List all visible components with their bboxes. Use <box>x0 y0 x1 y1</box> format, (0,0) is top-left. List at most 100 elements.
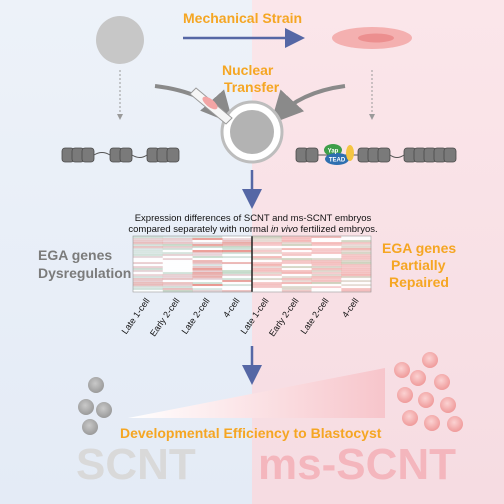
heatmap-cell <box>133 282 164 285</box>
heatmap-cell <box>192 282 223 285</box>
heatmap-cell <box>162 236 193 239</box>
heatmap-cell <box>222 286 253 289</box>
heatmap-cell <box>162 260 193 263</box>
chromatin-left-link <box>93 152 148 158</box>
heatmap-cell <box>311 244 342 247</box>
heatmap-cell <box>281 266 312 269</box>
ega-repaired-line1: EGA genes <box>382 240 457 256</box>
heatmap-cell <box>252 240 283 243</box>
heatmap-cell <box>281 288 312 291</box>
heatmap-cell <box>252 254 283 257</box>
heatmap-cell <box>252 266 283 269</box>
heatmap-cell <box>311 290 342 293</box>
heatmap-cell <box>252 276 283 279</box>
heatmap-cell <box>192 268 223 271</box>
heatmap-cell <box>222 240 253 243</box>
heatmap-cell <box>162 250 193 253</box>
heatmap-cell <box>281 238 312 241</box>
heatmap-cell <box>133 272 164 275</box>
heatmap-cell <box>311 238 342 241</box>
heatmap-cell <box>222 256 253 259</box>
heatmap-caption-line1: Expression differences of SCNT and ms-SC… <box>134 213 372 224</box>
heatmap-cell <box>162 238 193 241</box>
curved-arrow-right <box>270 84 346 124</box>
heatmap-cell <box>192 270 223 273</box>
heatmap-cell <box>341 264 372 267</box>
heatmap-cell <box>341 254 372 257</box>
heatmap-cell <box>341 280 372 283</box>
heatmap-cell <box>222 264 253 267</box>
pipette-nucleus <box>202 96 218 110</box>
heatmap-cell <box>192 278 223 281</box>
heatmap-cell <box>192 248 223 251</box>
heatmap-cell <box>341 284 372 287</box>
heatmap-cell <box>341 236 372 239</box>
heatmap-cell <box>222 284 253 287</box>
heatmap-cell <box>162 288 193 291</box>
heatmap-cell <box>252 264 283 267</box>
heatmap-cell <box>192 250 223 253</box>
heatmap-cell <box>133 266 164 269</box>
heatmap-cell <box>162 278 193 281</box>
heatmap-cell <box>162 244 193 247</box>
heatmap-cell <box>162 282 193 285</box>
heatmap-cell <box>133 238 164 241</box>
heatmap-cell <box>133 264 164 267</box>
heatmap-cell <box>341 248 372 251</box>
heatmap-cell <box>341 278 372 281</box>
nuclear-transfer-label-line2: Transfer <box>224 79 280 95</box>
heatmap-cell <box>252 244 283 247</box>
heatmap-cell <box>252 268 283 271</box>
heatmap-cell <box>192 262 223 265</box>
heatmap-cell <box>311 236 342 239</box>
heatmap-cell <box>222 278 253 281</box>
heatmap-cell <box>133 242 164 245</box>
heatmap-cell <box>133 286 164 289</box>
efficiency-wedge <box>128 368 385 418</box>
stretched-nucleus <box>358 33 394 43</box>
heatmap-cell <box>162 276 193 279</box>
heatmap-cell <box>192 286 223 289</box>
heatmap-cell <box>341 252 372 255</box>
heatmap-cell <box>341 250 372 253</box>
heatmap-cell <box>252 250 283 253</box>
heatmap-cell <box>341 260 372 263</box>
heatmap-cell <box>162 258 193 261</box>
heatmap-cell <box>341 282 372 285</box>
heatmap-cell <box>311 284 342 287</box>
heatmap-cell <box>341 238 372 241</box>
heatmap-cell <box>192 238 223 241</box>
heatmap-cell <box>133 290 164 293</box>
donor-cell <box>96 16 144 64</box>
heatmap-cell <box>281 254 312 257</box>
heatmap-cell <box>252 242 283 245</box>
heatmap-cell <box>133 236 164 239</box>
heatmap-cell <box>252 248 283 251</box>
heatmap-cell <box>311 260 342 263</box>
heatmap-cell <box>281 264 312 267</box>
developmental-efficiency-label: Developmental Efficiency to Blastocyst <box>120 425 382 441</box>
heatmap-cell <box>222 248 253 251</box>
heatmap-cell <box>252 246 283 249</box>
heatmap-cell <box>192 272 223 275</box>
heatmap-cell <box>133 280 164 283</box>
heatmap-cell <box>133 254 164 257</box>
heatmap-cell <box>222 280 253 283</box>
heatmap-cell <box>341 256 372 259</box>
heatmap-cell <box>133 278 164 281</box>
heatmap-cell <box>252 262 283 265</box>
heatmap-cell <box>192 236 223 239</box>
heatmap-cell <box>252 284 283 287</box>
heatmap-cell <box>222 244 253 247</box>
heatmap-cell <box>162 272 193 275</box>
heatmap-cell <box>133 258 164 261</box>
heatmap-cell <box>222 246 253 249</box>
heatmap-cell <box>341 262 372 265</box>
heatmap-cell <box>192 244 223 247</box>
tead-protein <box>325 153 349 165</box>
heatmap-cell <box>222 242 253 245</box>
heatmap-cell <box>281 280 312 283</box>
heatmap-cell <box>162 252 193 255</box>
